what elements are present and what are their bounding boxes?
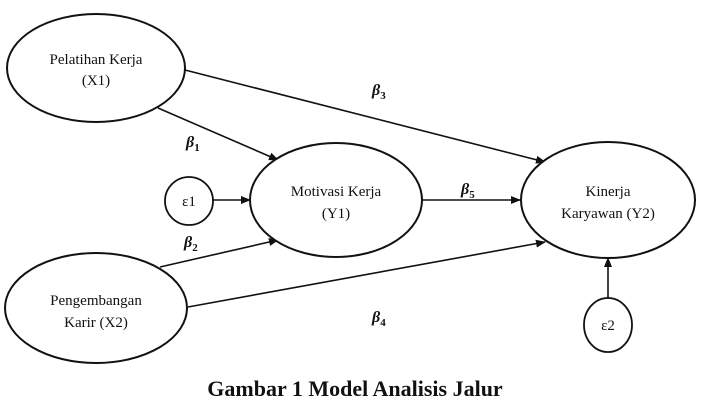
label-beta-4: β4 (371, 309, 386, 329)
node-y1-line2: (Y1) (322, 206, 350, 222)
label-beta-4-sub: 4 (380, 317, 386, 329)
arrow-x1-to-y1 (157, 107, 279, 161)
label-beta-5: β5 (460, 181, 475, 201)
node-x1: Pelatihan Kerja (X1) (6, 13, 186, 123)
node-e2-label: ε2 (601, 318, 615, 334)
label-beta-3: β3 (371, 82, 386, 102)
label-beta-2-sub: 2 (192, 242, 198, 254)
node-x2: Pengembangan Karir (X2) (4, 252, 188, 364)
arrow-x1-to-y2 (184, 69, 546, 164)
node-y1: Motivasi Kerja (Y1) (249, 142, 423, 258)
label-beta-1-sub: 1 (194, 142, 200, 154)
label-beta-2-symbol: β (183, 234, 193, 251)
node-y1-line1: Motivasi Kerja (291, 184, 382, 200)
node-x2-line1: Pengembangan (50, 293, 142, 309)
label-beta-1-symbol: β (185, 134, 195, 151)
label-beta-1: β1 (185, 134, 200, 154)
node-y2-line1: Kinerja (586, 184, 631, 200)
node-y2: Kinerja Karyawan (Y2) (520, 141, 696, 259)
label-beta-3-symbol: β (371, 82, 381, 99)
label-beta-3-sub: 3 (380, 90, 386, 102)
label-beta-2: β2 (183, 234, 198, 254)
node-e2: ε2 (583, 297, 633, 353)
node-x2-line2: Karir (X2) (64, 315, 128, 331)
label-beta-5-symbol: β (460, 181, 470, 198)
arrow-x2-to-y2 (187, 239, 546, 308)
node-x1-line2: (X1) (82, 73, 110, 89)
node-y2-line2: Karyawan (Y2) (561, 206, 655, 222)
label-beta-4-symbol: β (371, 309, 381, 326)
node-e1: ε1 (164, 176, 214, 226)
arrow-x2-to-y1 (159, 238, 279, 268)
figure-caption: Gambar 1 Model Analisis Jalur (207, 376, 503, 401)
node-x1-line1: Pelatihan Kerja (50, 52, 143, 68)
node-e1-label: ε1 (182, 194, 196, 210)
label-beta-5-sub: 5 (469, 189, 475, 201)
